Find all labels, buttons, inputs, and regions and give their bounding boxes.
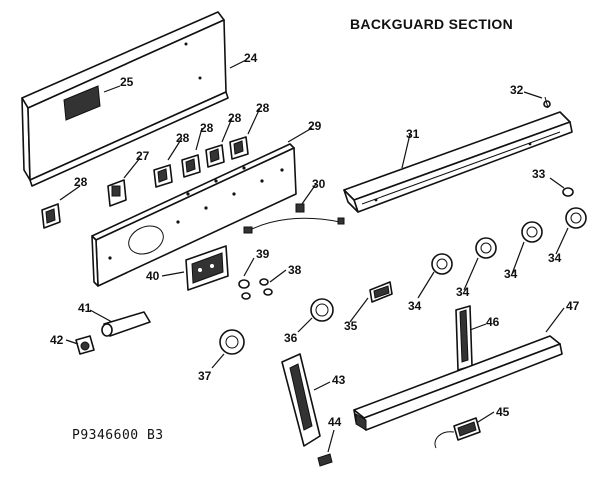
switch-27 bbox=[107, 179, 127, 207]
timer-40 bbox=[185, 245, 229, 291]
callout-34-b: 34 bbox=[456, 285, 470, 299]
callout-34-d: 34 bbox=[548, 251, 562, 265]
callout-27: 27 bbox=[136, 149, 150, 163]
callout-37: 37 bbox=[198, 369, 212, 383]
bottom-trim bbox=[353, 335, 563, 431]
panel-window bbox=[63, 85, 101, 121]
callout-42: 42 bbox=[50, 333, 64, 347]
lamp-41 bbox=[101, 311, 151, 337]
endcap-43 bbox=[281, 353, 321, 447]
diagram-title: BACKGUARD SECTION bbox=[350, 16, 513, 32]
socket-45 bbox=[434, 417, 481, 449]
small-parts bbox=[238, 278, 273, 300]
callout-44: 44 bbox=[328, 415, 342, 429]
callout-28-b: 28 bbox=[200, 121, 214, 135]
callout-32: 32 bbox=[510, 83, 524, 97]
callout-35: 35 bbox=[344, 319, 358, 333]
callout-47: 47 bbox=[566, 299, 580, 313]
clip-44 bbox=[317, 453, 333, 467]
callout-46: 46 bbox=[486, 315, 500, 329]
callout-45: 45 bbox=[496, 405, 510, 419]
socket-42 bbox=[75, 335, 95, 355]
knob-37 bbox=[219, 329, 245, 355]
switch-35 bbox=[369, 281, 393, 303]
switch-left bbox=[41, 203, 61, 229]
knob-36 bbox=[310, 298, 334, 322]
callout-28-a: 28 bbox=[176, 131, 190, 145]
callout-39: 39 bbox=[256, 247, 270, 261]
callout-28-c: 28 bbox=[228, 111, 242, 125]
callout-38: 38 bbox=[288, 263, 302, 277]
callout-labels: 24 25 27 28 28 28 28 28 29 30 31 32 33 3… bbox=[50, 51, 580, 429]
model-code: P9346600 B3 bbox=[72, 428, 164, 443]
callout-28-d: 28 bbox=[256, 101, 270, 115]
wire-lead bbox=[243, 203, 345, 234]
callout-36: 36 bbox=[284, 331, 298, 345]
callout-30: 30 bbox=[312, 177, 326, 191]
control-panel bbox=[91, 143, 297, 287]
callout-43: 43 bbox=[332, 373, 346, 387]
leader-lines bbox=[59, 59, 569, 453]
top-trim bbox=[343, 111, 573, 213]
callout-25: 25 bbox=[120, 75, 134, 89]
bracket-46 bbox=[455, 305, 473, 371]
callout-34-a: 34 bbox=[408, 299, 422, 313]
callout-41: 41 bbox=[78, 301, 92, 315]
callout-29: 29 bbox=[308, 119, 322, 133]
backguard-panel bbox=[21, 11, 229, 187]
callout-31: 31 bbox=[406, 127, 420, 141]
callout-24: 24 bbox=[244, 51, 258, 65]
callout-34-c: 34 bbox=[504, 267, 518, 281]
callout-40: 40 bbox=[146, 269, 160, 283]
callout-33: 33 bbox=[532, 167, 546, 181]
switch-row bbox=[153, 136, 249, 188]
screw-32 bbox=[543, 96, 551, 109]
clip-33 bbox=[562, 187, 574, 197]
knobs-34 bbox=[431, 207, 587, 275]
callout-28-left: 28 bbox=[74, 175, 88, 189]
